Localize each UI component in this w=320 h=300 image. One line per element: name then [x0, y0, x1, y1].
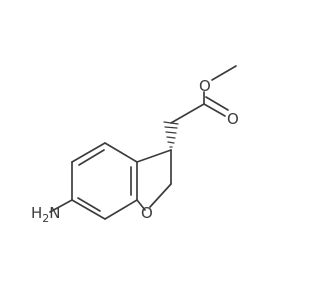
- bond-c5-c6: [71, 199, 106, 220]
- bond-c7a-c3a: [104, 142, 138, 163]
- double-bond-inner-2: [77, 197, 101, 212]
- bond-carbonyl-o-1: [203, 103, 226, 117]
- bond-c3a-c3: [136, 149, 172, 163]
- bond-c4-c5: [104, 199, 138, 220]
- bond-ch2-carbonyl: [170, 103, 205, 124]
- hash-3: [166, 136, 176, 139]
- benzene-ring: [71, 142, 138, 220]
- hash-5: [164, 126, 178, 129]
- ring-oxygen-label: O: [141, 204, 153, 222]
- bond-c7-c7a: [71, 142, 106, 163]
- hash-4: [165, 131, 177, 134]
- dihydrofuran-ring: [136, 149, 172, 211]
- bond-c6-n: [49, 199, 73, 213]
- bond-carbonyl-o-2: [205, 96, 229, 111]
- stereo-hashed-wedge: [163, 121, 179, 148]
- double-bond-inner-3: [78, 149, 105, 166]
- ester-oxygen-label: O: [199, 77, 211, 95]
- carbonyl-oxygen-label: O: [227, 110, 239, 128]
- hash-2: [167, 141, 175, 144]
- molecule-structure: H2N O O O: [31, 65, 239, 225]
- bond-ester-o-methyl: [211, 65, 237, 81]
- amine-n-label: H2N: [31, 204, 61, 225]
- bond-c2-o1: [149, 183, 172, 208]
- bond-o1-c7a: [136, 199, 146, 211]
- ester-side-chain: [170, 65, 237, 124]
